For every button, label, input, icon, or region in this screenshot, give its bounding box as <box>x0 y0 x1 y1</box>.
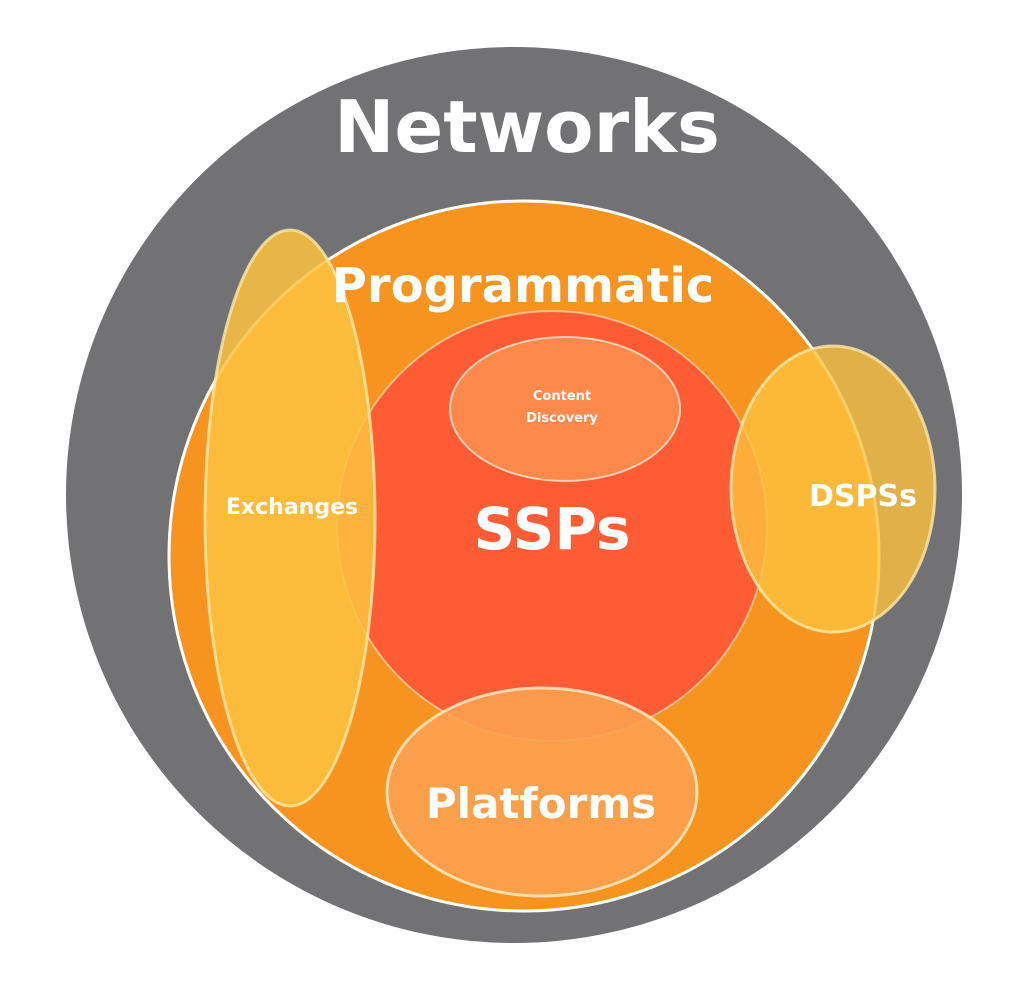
content-discovery-oval <box>449 336 681 482</box>
dspss-label: DSPSs <box>809 479 917 514</box>
ssps-label: SSPs <box>474 495 631 563</box>
content-discovery-label-line1: Content <box>533 389 591 404</box>
networks-label: Networks <box>334 85 720 169</box>
dspss-oval <box>729 344 937 634</box>
platforms-label: Platforms <box>426 779 656 828</box>
platforms-oval <box>385 686 699 898</box>
programmatic-label: Programmatic <box>332 258 715 314</box>
exchanges-oval <box>203 228 377 808</box>
exchanges-label: Exchanges <box>226 495 358 520</box>
content-discovery-label-line2: Discovery <box>526 411 598 426</box>
